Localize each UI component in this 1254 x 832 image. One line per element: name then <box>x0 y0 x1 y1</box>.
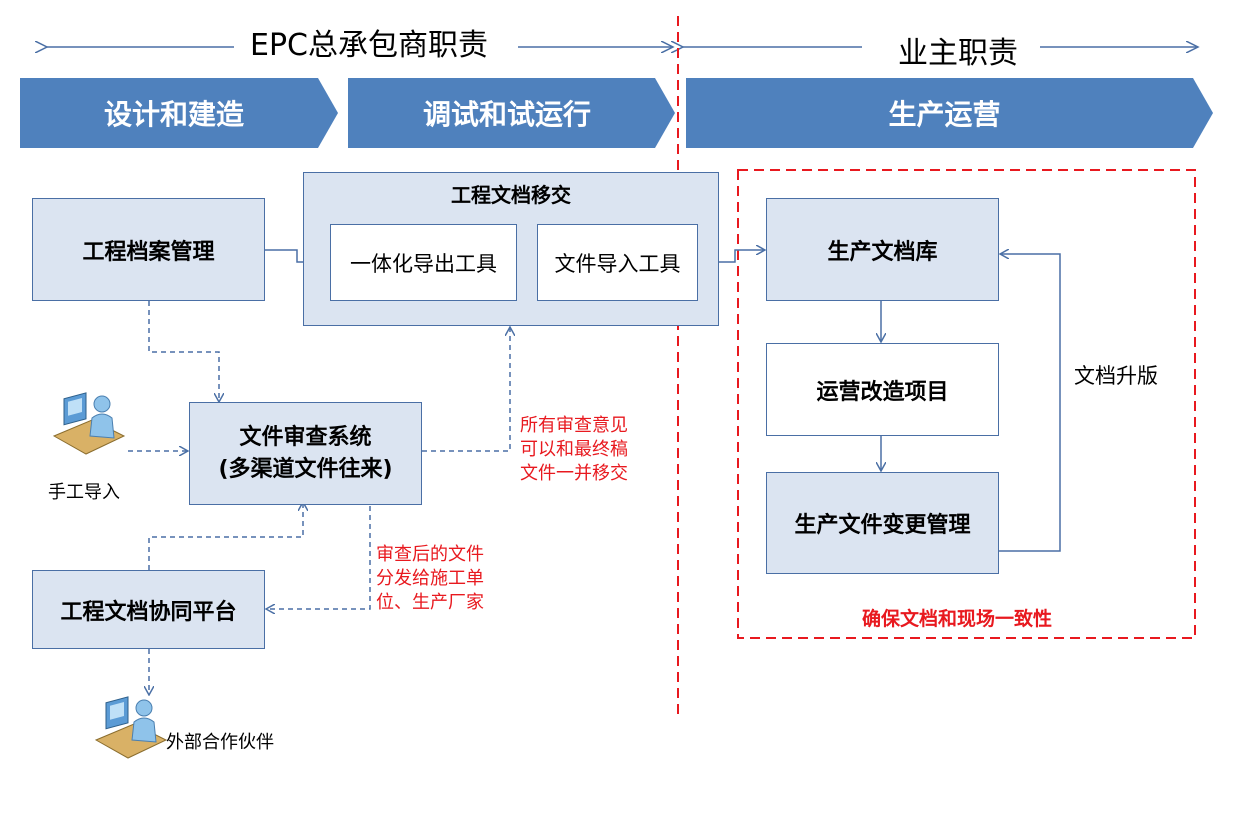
phase-commissioning: 调试和试运行 <box>422 98 591 131</box>
manual-import-label: 手工导入 <box>48 482 120 503</box>
review-transfer-note-line: 文件一并移交 <box>520 463 628 484</box>
phase-production: 生产运营 <box>888 98 1001 131</box>
phase-chevron-design <box>20 78 338 148</box>
external-partner-label: 外部合作伙伴 <box>166 732 274 753</box>
review-system-subtitle: (多渠道文件往来) <box>218 456 393 482</box>
review-transfer-note: 所有审查意见 可以和最终稿 文件一并移交 <box>520 414 628 486</box>
doc-upgrade-label: 文档升版 <box>1074 364 1158 388</box>
review-system-box: 文件审查系统 (多渠道文件往来) <box>189 402 422 505</box>
transfer-group-title: 工程文档移交 <box>451 183 571 207</box>
consistency-note: 确保文档和现场一致性 <box>862 608 1053 630</box>
archive-management-label: 工程档案管理 <box>82 239 215 265</box>
distribute-note-line: 分发给施工单 <box>376 568 484 589</box>
prod-change-mgmt-box: 生产文件变更管理 <box>766 472 999 574</box>
collab-platform-box: 工程文档协同平台 <box>32 570 265 649</box>
epc-responsibility-title: EPC总承包商职责 <box>238 26 500 66</box>
owner-responsibility-title: 业主职责 <box>886 34 1030 74</box>
phase-design: 设计和建造 <box>103 98 244 131</box>
phase-chevron-production <box>686 78 1213 148</box>
archive-management-box: 工程档案管理 <box>32 198 265 301</box>
prod-change-mgmt-label: 生产文件变更管理 <box>794 513 971 538</box>
prod-doc-library-box: 生产文档库 <box>766 198 999 301</box>
manual-import-person-icon <box>52 392 126 455</box>
external-partner-person-icon <box>94 696 168 759</box>
ops-reform-label: 运营改造项目 <box>816 379 949 405</box>
prod-doc-library-label: 生产文档库 <box>827 239 938 265</box>
phase-chevron-commissioning <box>348 78 675 148</box>
export-tool-box: 一体化导出工具 <box>330 224 517 301</box>
production-group-border <box>737 169 1196 639</box>
distribute-note-line: 位、生产厂家 <box>376 592 484 613</box>
distribute-note: 审查后的文件 分发给施工单 位、生产厂家 <box>376 543 484 615</box>
review-transfer-note-line: 可以和最终稿 <box>520 439 628 460</box>
collab-platform-label: 工程文档协同平台 <box>60 599 237 625</box>
distribute-note-line: 审查后的文件 <box>376 544 484 565</box>
review-system-title: 文件审查系统 <box>239 424 372 450</box>
import-tool-label: 文件导入工具 <box>554 251 681 276</box>
ops-reform-box: 运营改造项目 <box>766 343 999 436</box>
review-transfer-note-line: 所有审查意见 <box>520 415 628 436</box>
export-tool-label: 一体化导出工具 <box>350 251 497 276</box>
import-tool-box: 文件导入工具 <box>537 224 698 301</box>
